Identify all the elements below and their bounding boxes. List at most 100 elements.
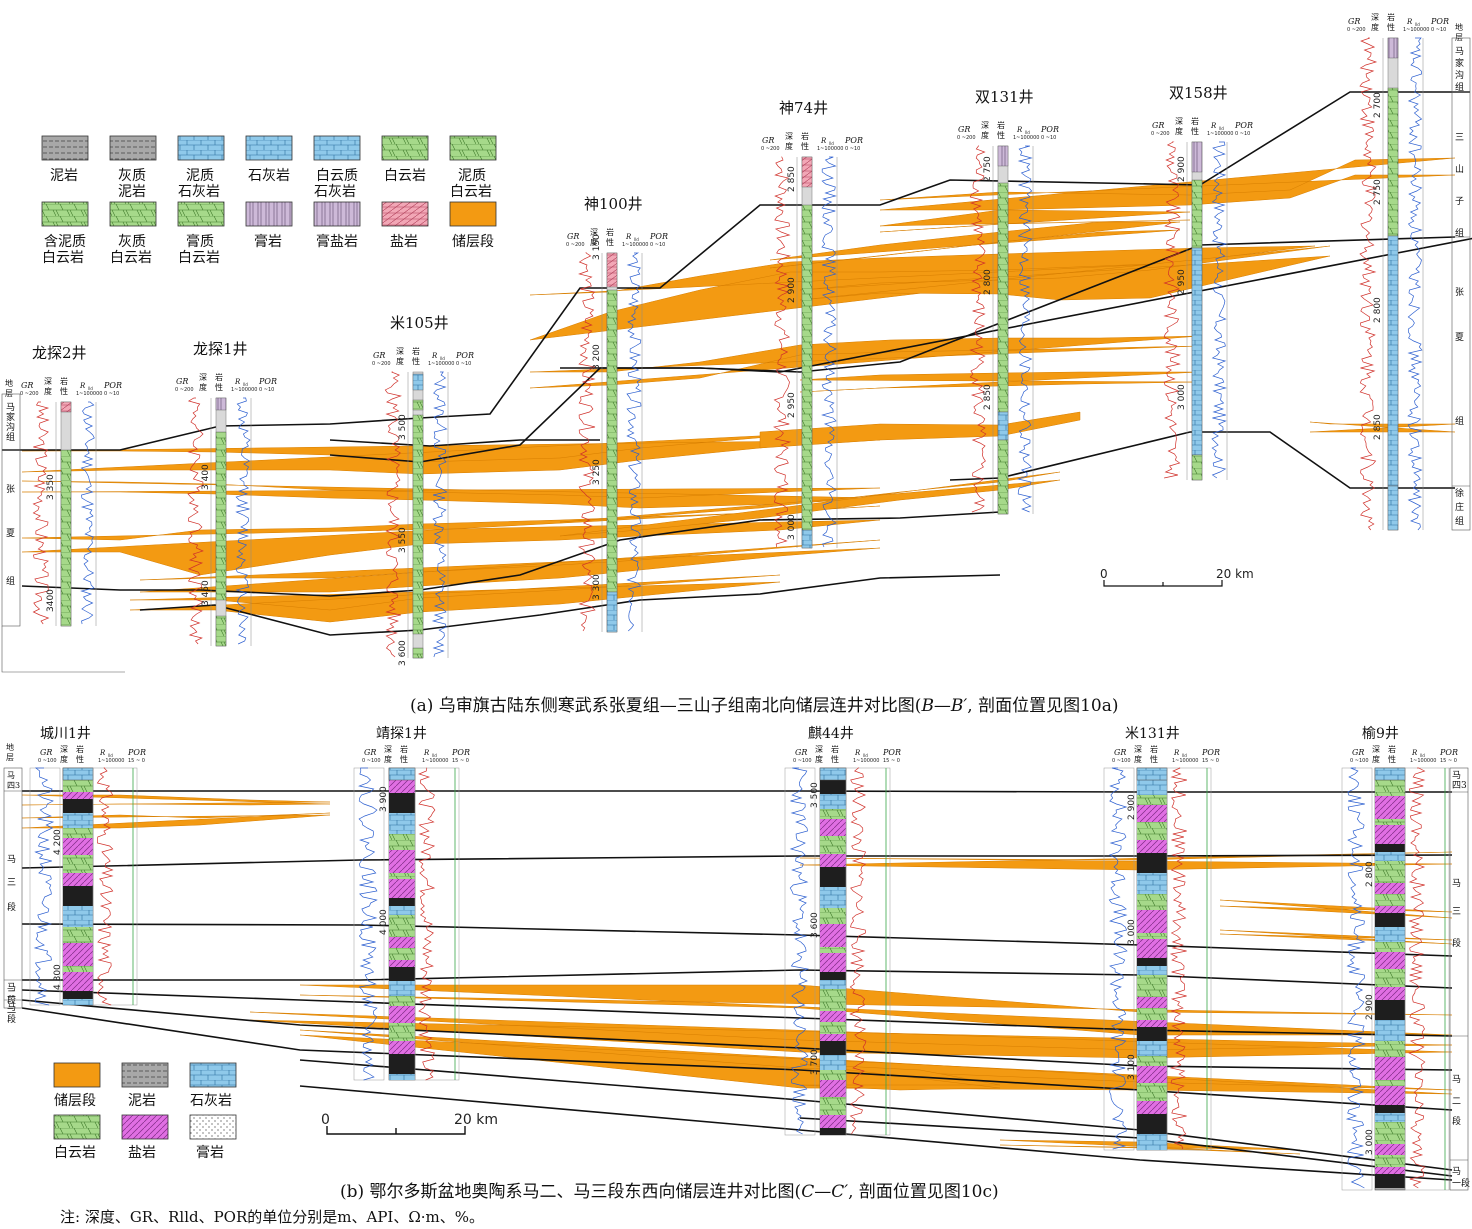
header-lith: 岩 — [1191, 116, 1199, 126]
strat-label: 马 — [1452, 1166, 1461, 1177]
depth-label: 3 400 — [201, 464, 211, 490]
lithology-segment — [1375, 913, 1405, 927]
lithology-segment — [412, 414, 424, 635]
legend-item: 泥岩 — [121, 1062, 169, 1109]
depth-label: 3 000 — [1177, 384, 1187, 410]
well-name: 城川1井 — [40, 726, 91, 742]
dolomitic-limestone-icon — [313, 135, 361, 161]
depth-label: 3 150 — [592, 234, 602, 260]
depth-label: 4 200 — [53, 829, 63, 855]
panel-a-legend: 泥岩灰质泥岩泥质石灰岩石灰岩白云质石灰岩白云岩泥质白云岩含泥质白云岩灰质白云岩膏… — [41, 135, 497, 266]
header-depth: 深 — [815, 745, 823, 754]
lithology-segment — [63, 855, 93, 873]
header-depth: 深 — [981, 121, 989, 130]
depth-label: 2 950 — [787, 392, 797, 418]
lithology-segment — [1137, 873, 1167, 894]
lithology-segment — [388, 767, 416, 781]
legend-label: 白云质 — [316, 168, 358, 184]
lithology-segment — [1375, 1080, 1405, 1086]
lithology-segment — [997, 439, 1009, 515]
well-name: 神74井 — [779, 99, 828, 117]
header-por-range: 0 ~10 — [1431, 27, 1446, 33]
lithology-segment — [389, 1006, 415, 1023]
correlation-line — [560, 236, 1456, 373]
correlation-line — [949, 431, 1455, 489]
legend-label: 储层段 — [54, 1093, 96, 1109]
correlation-line — [21, 1007, 1453, 1111]
header-depth: 深 — [60, 745, 68, 754]
depth-label: 2 850 — [1373, 414, 1383, 440]
depth-label: 3 600 — [398, 640, 408, 666]
legend-label: 灰质 — [118, 234, 146, 250]
strat-label: 夏 — [1455, 332, 1464, 343]
lithology-segment — [801, 156, 813, 188]
strat-label: 二 — [7, 990, 16, 1000]
header-gr-range: 0 ~100 — [1350, 758, 1369, 764]
legend-item: 石灰岩 — [245, 135, 293, 184]
lithology-segment — [60, 449, 72, 627]
reservoir-body — [21, 505, 881, 576]
lithology-segment — [1137, 1008, 1167, 1020]
lithology-segment — [801, 204, 813, 531]
lithology-segment — [1191, 247, 1203, 456]
gr-log — [1345, 767, 1366, 1189]
depth-label: 2 950 — [1177, 269, 1187, 295]
calcareous-dolomite-icon — [109, 201, 157, 227]
header-gr-range: 0 ~100 — [362, 758, 381, 764]
legend-item: 白云岩 — [53, 1114, 101, 1161]
header-depth: 深 — [44, 377, 52, 386]
resistivity-log — [1211, 141, 1228, 479]
calcareous-mudstone-icon — [109, 135, 157, 161]
header-rlld: R — [1173, 749, 1180, 757]
depth-label: 2 800 — [983, 269, 993, 295]
legend-label: 泥岩 — [50, 168, 78, 184]
lithology-segment — [389, 834, 415, 850]
header-lith: 岩 — [1388, 744, 1396, 754]
lithology-segment — [1375, 1086, 1405, 1105]
header-lith: 岩 — [60, 376, 68, 386]
header-depth: 深 — [384, 745, 392, 754]
gr-log — [33, 767, 55, 1006]
header-strat: 层 — [1455, 33, 1463, 42]
header-por: POR — [451, 748, 470, 757]
lithology-segment — [389, 906, 415, 915]
dolomite-icon — [53, 1114, 101, 1140]
header-r-range: 1~100000 — [76, 391, 102, 397]
legend-item: 石灰岩 — [189, 1062, 237, 1109]
header-depth: 度 — [44, 386, 52, 396]
header-r-range: 1~100000 — [1403, 27, 1429, 33]
lithology-segment — [1375, 952, 1405, 969]
legend-label: 泥质 — [186, 168, 214, 184]
legend-label: 石灰岩 — [190, 1093, 232, 1109]
header-por-range: 15 ~ 0 — [1440, 758, 1457, 764]
header-por: POR — [844, 136, 863, 145]
lithology-segment — [412, 373, 424, 391]
header-r-range: 1~100000 — [1013, 135, 1039, 141]
gr-log — [358, 767, 378, 1081]
lithology-segment — [820, 953, 846, 972]
strat-label: 马 — [7, 1002, 16, 1013]
header-por: POR — [1430, 17, 1449, 26]
gr-log — [773, 156, 792, 548]
reservoir-body — [759, 411, 1081, 449]
header-lith: 性 — [412, 356, 420, 366]
gypsum-icon — [189, 1114, 237, 1140]
depth-label: 3 550 — [398, 527, 408, 553]
resistivity-track — [1166, 767, 1212, 1151]
lithology-segment — [820, 854, 846, 867]
strat-label: 庄 — [1455, 501, 1464, 513]
lithology-segment — [63, 792, 93, 799]
header-por-range: 0 ~10 — [1041, 135, 1056, 141]
legend-item: 储层段 — [449, 201, 497, 250]
strat-label: 徐 — [1455, 487, 1464, 499]
header-por-range: 0 ~10 — [456, 361, 471, 367]
reservoir-body — [21, 429, 881, 475]
strat-column-right — [1449, 767, 1469, 1191]
